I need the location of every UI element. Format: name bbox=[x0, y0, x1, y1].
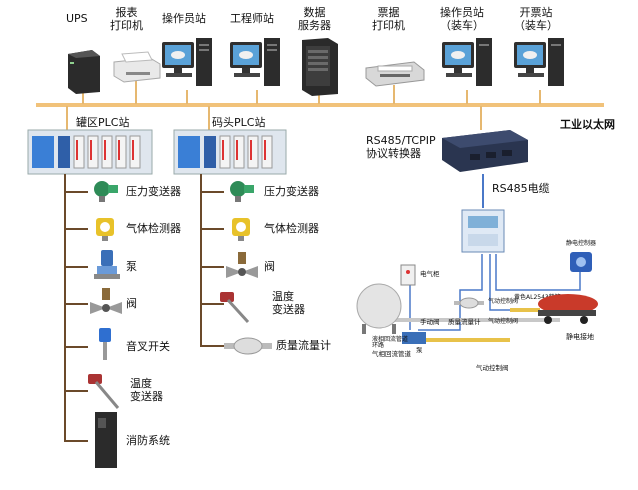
operator-station-loading-label: 操作员站（装车） bbox=[440, 6, 484, 32]
protocol-converter-icon bbox=[442, 130, 528, 172]
loading-flowmeter-icon bbox=[454, 297, 484, 309]
drop-operator bbox=[186, 90, 188, 104]
drop-dock-plc bbox=[208, 106, 210, 130]
dock-temperature-transmitter-icon bbox=[220, 292, 250, 324]
ups-icon bbox=[68, 50, 100, 94]
drop-server bbox=[318, 95, 320, 104]
ticketing-station-loading-icon bbox=[514, 38, 564, 86]
dock-plc-title: 码头PLC站 bbox=[212, 116, 266, 129]
dock-item-valve: 阀 bbox=[264, 260, 275, 273]
dock-item-temperature-transmitter: 温度变送器 bbox=[272, 290, 305, 316]
small-pneumatic-label-2: 气动控制阀 bbox=[488, 298, 519, 305]
operator-station-icon bbox=[162, 38, 212, 86]
dock-valve-icon bbox=[226, 252, 258, 278]
tank-branch-7 bbox=[64, 440, 88, 442]
small-left-label: 液相回流管道 bbox=[372, 336, 409, 343]
tank-plc-rack-icon bbox=[27, 129, 153, 175]
tank-fire-system-icon bbox=[95, 412, 117, 468]
tank-pump-icon bbox=[94, 250, 120, 279]
mass-flowmeter-label: 质量流量计 bbox=[448, 318, 481, 326]
tank-branch-2 bbox=[64, 228, 88, 230]
tank-item-valve: 阀 bbox=[126, 297, 137, 310]
dock-tree-trunk bbox=[200, 174, 202, 346]
electric-cabinet-icon bbox=[400, 264, 416, 286]
pneumatic-valve-label: 气动控制阀 bbox=[476, 364, 509, 372]
ticketing-station-loading-label: 开票站（装车） bbox=[514, 6, 558, 32]
drop-report-printer bbox=[135, 80, 137, 104]
drop-converter bbox=[480, 106, 482, 130]
dock-item-gas-detector: 气体检测器 bbox=[264, 222, 319, 235]
tank-valve-icon bbox=[90, 288, 122, 314]
tank-branch-6 bbox=[64, 390, 88, 392]
drop-ups bbox=[82, 93, 84, 104]
dock-item-pressure-transmitter: 压力变送器 bbox=[264, 185, 319, 198]
dock-item-mass-flowmeter: 质量流量计 bbox=[276, 339, 331, 352]
dock-branch-2 bbox=[200, 228, 224, 230]
rs485-cable bbox=[482, 174, 484, 208]
tank-item-pump: 泵 bbox=[126, 260, 137, 273]
ring-pipe-label: 环路 bbox=[372, 342, 385, 349]
static-controller-icon bbox=[570, 252, 592, 272]
engineer-station-icon bbox=[230, 38, 280, 86]
tank-item-gas-detector: 气体检测器 bbox=[126, 222, 181, 235]
operator-station-label: 操作员站 bbox=[162, 12, 206, 25]
ticket-printer-label: 票据打印机 bbox=[372, 6, 405, 32]
tank-branch-5 bbox=[64, 346, 88, 348]
drop-engineer bbox=[256, 90, 258, 104]
dock-gas-detector-icon bbox=[232, 218, 250, 241]
drop-operator-loading bbox=[466, 90, 468, 104]
dock-mass-flowmeter-icon bbox=[224, 337, 272, 355]
loading-controller-icon bbox=[461, 209, 505, 253]
manual-valve-label: 手动阀 bbox=[420, 318, 440, 326]
dock-branch-3 bbox=[200, 266, 224, 268]
tank-item-fire-system: 消防系统 bbox=[126, 434, 170, 447]
engineer-station-label: 工程师站 bbox=[230, 12, 274, 25]
industrial-ethernet-label: 工业以太网 bbox=[560, 118, 615, 131]
electric-cabinet-label: 电气柜 bbox=[420, 270, 440, 278]
drop-tank-plc bbox=[66, 106, 68, 130]
loading-pipes bbox=[370, 254, 581, 342]
operator-station-loading-icon bbox=[442, 38, 492, 86]
tanker-truck-icon bbox=[538, 294, 598, 324]
tank-branch-4 bbox=[64, 303, 88, 305]
sphere-tank-icon bbox=[356, 283, 402, 334]
industrial-ethernet-bus bbox=[36, 103, 604, 107]
report-printer-label: 报表打印机 bbox=[110, 6, 143, 32]
dock-pressure-transmitter-icon bbox=[230, 181, 254, 202]
tank-item-temperature-transmitter: 温度变送器 bbox=[130, 377, 163, 403]
dock-branch-4 bbox=[200, 303, 224, 305]
loading-arm-label: 黄色AL2543鹤管 bbox=[514, 294, 561, 301]
drop-ticket-printer bbox=[393, 85, 395, 104]
tank-item-pressure-transmitter: 压力变送器 bbox=[126, 185, 181, 198]
tank-gas-detector-icon bbox=[96, 218, 114, 241]
tank-branch-3 bbox=[64, 266, 88, 268]
dock-plc-rack-icon bbox=[173, 129, 287, 175]
rs485-label: RS485电缆 bbox=[492, 182, 550, 195]
drop-ticketing-loading bbox=[539, 90, 541, 104]
data-server-icon bbox=[302, 38, 338, 96]
tank-plc-title: 罐区PLC站 bbox=[76, 116, 130, 129]
ticket-printer-icon bbox=[365, 61, 425, 87]
small-pneumatic-label-1: 气动控制阀 bbox=[488, 318, 519, 325]
report-printer-icon bbox=[113, 51, 161, 83]
static-controller-label: 静电控制器 bbox=[566, 240, 597, 247]
loading-pump-icon bbox=[402, 332, 426, 344]
ups-label: UPS bbox=[66, 12, 88, 25]
tank-temperature-transmitter-icon bbox=[88, 374, 120, 409]
tank-item-tuning-fork-switch: 音叉开关 bbox=[126, 340, 170, 353]
tank-branch-1 bbox=[64, 191, 88, 193]
gas-return-label: 气相回流管道 bbox=[372, 350, 411, 358]
tank-pressure-transmitter-icon bbox=[94, 181, 118, 202]
static-ground-label: 静电接地 bbox=[566, 333, 594, 341]
dock-branch-1 bbox=[200, 191, 224, 193]
tank-tuning-fork-switch-icon bbox=[99, 328, 111, 360]
loading-pump-label: 泵 bbox=[416, 346, 423, 354]
tank-tree-trunk bbox=[64, 174, 66, 442]
data-server-label: 数据服务器 bbox=[298, 6, 331, 32]
dock-branch-5 bbox=[200, 345, 224, 347]
